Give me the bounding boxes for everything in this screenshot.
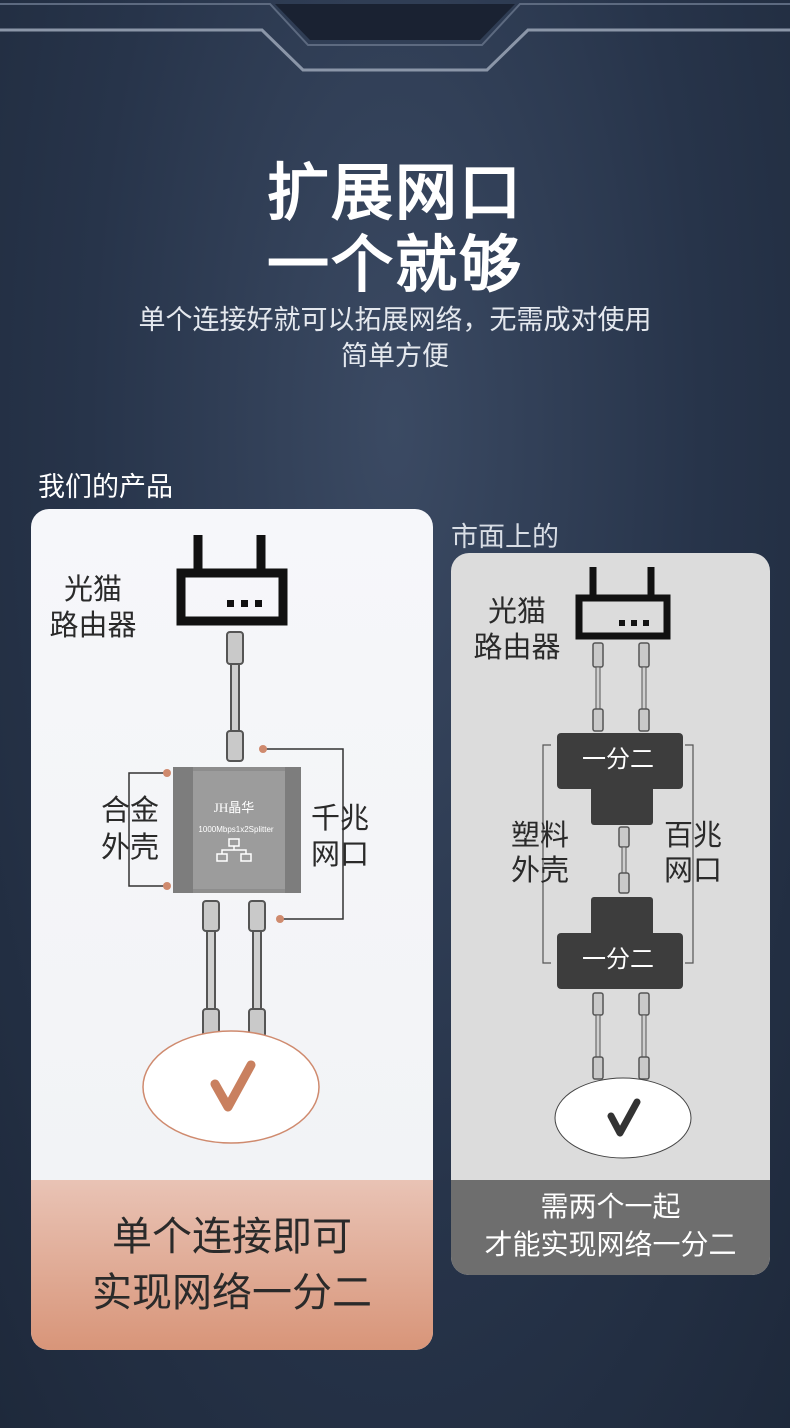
alloy-label-1: 合金 bbox=[100, 793, 159, 827]
check-icon bbox=[210, 1060, 256, 1112]
check-ellipse bbox=[554, 1077, 692, 1159]
check-icon bbox=[607, 1098, 641, 1137]
splitter-1-label: 一分二 bbox=[582, 745, 654, 773]
fast-label-1: 百兆 bbox=[663, 818, 722, 852]
alloy-bracket bbox=[128, 772, 167, 887]
cable-bottom-right bbox=[638, 992, 650, 1080]
ours-card: JH晶华 1000Mbps1x2Splitter 光猫 路由器 bbox=[31, 509, 433, 1350]
router-icon bbox=[176, 535, 288, 626]
ours-footer: 单个连接即可 实现网络一分二 bbox=[31, 1180, 433, 1350]
cable-bottom-right bbox=[248, 900, 266, 1038]
splitter-1 bbox=[557, 733, 683, 789]
fast-bracket bbox=[685, 744, 694, 964]
market-card: 一分二 一分二 光猫 路由器 塑料 外壳 百兆 网口 需两个一起 才能实现网络一… bbox=[451, 553, 770, 1275]
plastic-label-1: 塑料 bbox=[510, 818, 569, 852]
check-ellipse bbox=[142, 1030, 320, 1144]
device-brand: JH晶华 bbox=[214, 800, 254, 815]
splitter-device bbox=[173, 767, 301, 893]
ours-router-label-1: 光猫 bbox=[63, 572, 122, 606]
router-icon bbox=[575, 567, 671, 640]
hero-subtitle-line1: 单个连接好就可以拓展网络，无需成对使用 bbox=[138, 305, 652, 336]
market-footer: 需两个一起 才能实现网络一分二 bbox=[451, 1180, 770, 1275]
alloy-label-2: 外壳 bbox=[100, 830, 159, 864]
plastic-bracket bbox=[542, 744, 551, 964]
gigabit-bracket bbox=[263, 748, 344, 920]
market-diagram bbox=[542, 567, 694, 1159]
splitter-2-label: 一分二 bbox=[582, 945, 654, 973]
market-footer-line2: 才能实现网络一分二 bbox=[484, 1228, 737, 1261]
gigabit-label-2: 网口 bbox=[310, 837, 369, 871]
fast-label-2: 网口 bbox=[663, 853, 722, 887]
cable-middle bbox=[618, 826, 630, 894]
hero-title-line2: 一个就够 bbox=[266, 228, 523, 301]
market-router-label-2: 路由器 bbox=[473, 630, 561, 664]
cable-top bbox=[226, 631, 244, 762]
plastic-label-2: 外壳 bbox=[510, 853, 569, 887]
market-router-label-1: 光猫 bbox=[487, 594, 546, 628]
cable-bottom-left bbox=[592, 992, 604, 1080]
cable-top-right bbox=[638, 642, 650, 732]
gigabit-label-1: 千兆 bbox=[310, 801, 369, 835]
device-model: 1000Mbps1x2Splitter bbox=[198, 825, 273, 834]
market-footer-line1: 需两个一起 bbox=[540, 1190, 681, 1223]
ours-footer-line1: 单个连接即可 bbox=[112, 1214, 352, 1260]
network-icon bbox=[216, 838, 252, 862]
splitter-2 bbox=[591, 897, 653, 939]
ours-section-label: 我们的产品 bbox=[38, 472, 173, 503]
ours-router-label-2: 路由器 bbox=[49, 608, 137, 642]
hero-title-line1: 扩展网口 bbox=[266, 156, 523, 229]
top-frame-decoration bbox=[0, 3, 790, 72]
hero-subtitle-line2: 简单方便 bbox=[341, 341, 449, 372]
cable-top-left bbox=[592, 642, 604, 732]
ours-footer-line2: 实现网络一分二 bbox=[92, 1270, 372, 1316]
cable-bottom-left bbox=[202, 900, 220, 1038]
ours-diagram: JH晶华 1000Mbps1x2Splitter bbox=[128, 535, 344, 1144]
market-section-label: 市面上的 bbox=[451, 522, 559, 553]
